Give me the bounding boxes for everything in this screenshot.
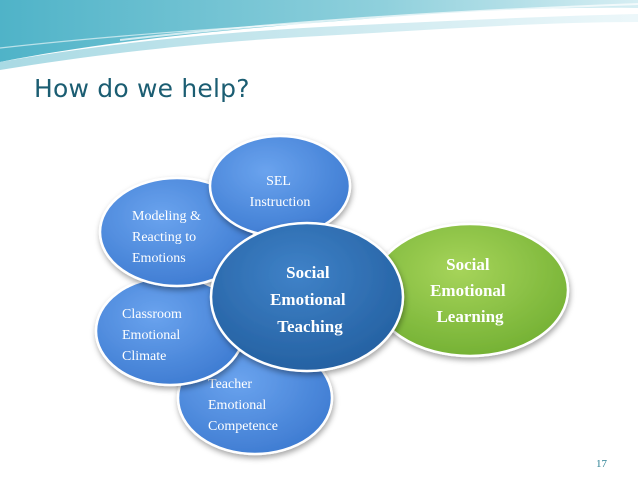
classroom-climate-line-3: Climate — [122, 349, 166, 364]
outcome-label-line-1: Social — [446, 255, 490, 274]
center-label-line-2: Emotional — [270, 290, 346, 309]
classroom-climate-line-2: Emotional — [122, 328, 180, 343]
component-sel-instruction: SEL Instruction — [208, 134, 352, 238]
center-label-line-1: Social — [286, 263, 330, 282]
slide-title: How do we help? — [34, 74, 250, 103]
center-circle: Social Emotional Teaching — [209, 221, 405, 373]
outcome-label-line-3: Learning — [436, 307, 504, 326]
modeling-line-3: Emotions — [132, 251, 186, 266]
header-wave-decoration — [0, 0, 638, 70]
component-classroom-climate: Classroom Emotional Climate — [94, 275, 246, 387]
page-number: 17 — [596, 458, 607, 470]
svg-text:Teacher Emotional: Teacher Emotional Competence — [208, 377, 278, 434]
sel-instruction-line-2: Instruction — [250, 195, 311, 210]
modeling-line-1: Modeling & — [132, 209, 201, 224]
svg-text:SEL Instruction: SEL Instruction — [250, 174, 311, 210]
teacher-competence-line-2: Emotional — [208, 398, 266, 413]
outcome-label-line-2: Emotional — [430, 281, 506, 300]
modeling-line-2: Reacting to — [132, 230, 196, 245]
svg-text:Classroom Emotional: Classroom Emotional Climate — [122, 307, 185, 364]
outcome-circle: Social Emotional Learning — [370, 222, 570, 358]
teacher-competence-line-3: Competence — [208, 419, 278, 434]
teacher-competence-line-1: Teacher — [208, 377, 252, 392]
svg-text:Social Emotional: Social Emotional Teaching — [270, 263, 350, 336]
svg-text:Modeling & Reacting to: Modeling & Reacting to Emotions — [132, 209, 204, 266]
svg-text:Social Emotional: Social Emotional Learning — [430, 255, 510, 326]
classroom-climate-line-1: Classroom — [122, 307, 182, 322]
center-label-line-3: Teaching — [277, 317, 343, 336]
sel-instruction-line-1: SEL — [266, 174, 290, 189]
